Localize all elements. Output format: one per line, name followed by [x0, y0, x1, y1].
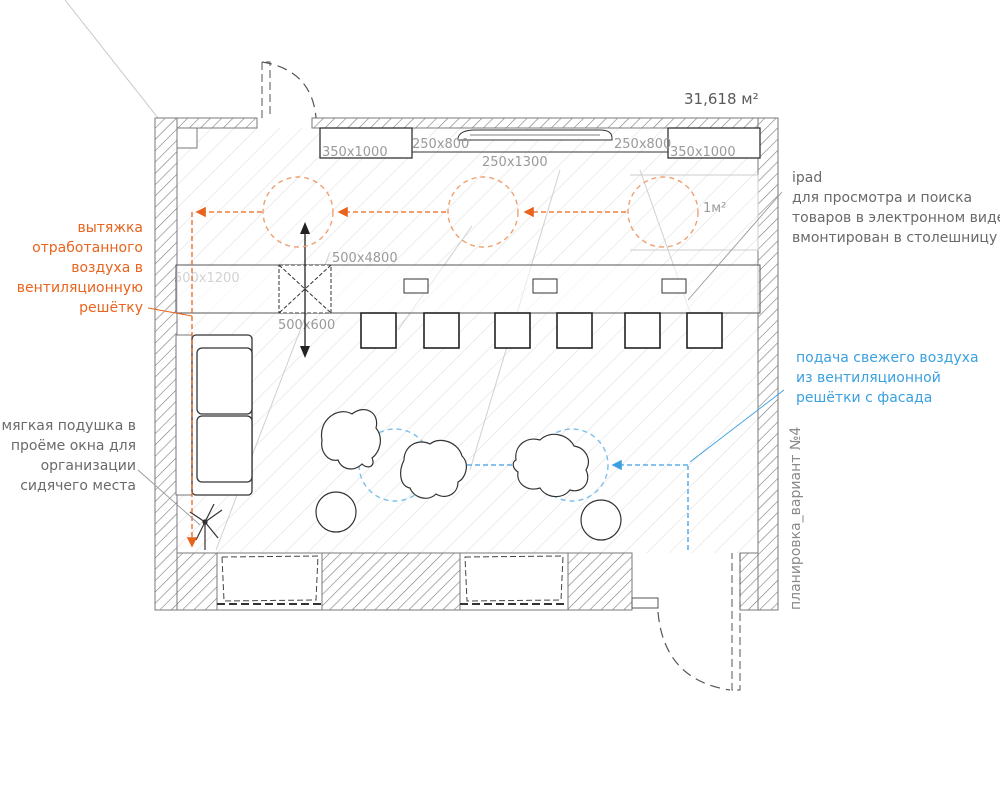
dim-counter: 500x4800 [332, 251, 398, 266]
leader-line-top-left [64, 0, 159, 119]
stool-5 [624, 312, 661, 349]
stool-3 [494, 312, 531, 349]
column-vertical-arrow [300, 222, 310, 358]
ipad-zone-outline [630, 174, 759, 251]
star-chair [189, 503, 223, 550]
exhaust-annotation: вытяжка отработанного воздуха в вентиляц… [17, 220, 143, 316]
exhaust-zone-1 [262, 176, 334, 248]
ipad-slot-3 [661, 278, 687, 294]
window-right [459, 552, 569, 611]
dim-top-right-cabinet: 350x1000 [670, 145, 736, 160]
stool-2 [423, 312, 460, 349]
exhaust-zone-3 [627, 176, 699, 248]
door-top [261, 61, 317, 119]
round-table-right [580, 499, 622, 541]
walls [154, 117, 779, 611]
ipad-leader [687, 191, 783, 301]
supply-line-3: решётки с фасада [796, 390, 932, 406]
exhaust-zone-2 [447, 176, 519, 248]
exhaust-line-3: воздуха в [71, 260, 143, 276]
lounge-chairs [320, 409, 589, 499]
exhaust-line-5: решётку [79, 300, 143, 316]
wall-niche-top-left [176, 127, 198, 149]
stool-1 [360, 312, 397, 349]
area-label: 31,618 м² [684, 90, 759, 108]
cushion-leader [137, 469, 201, 526]
supply-leader [689, 389, 785, 463]
cushion-line-3: организации [41, 458, 136, 474]
exhaust-line-1: вытяжка [77, 220, 143, 236]
cabinet-top-right [667, 127, 761, 159]
lounge-chair-1 [320, 409, 381, 470]
exhaust-airflow [186, 206, 626, 548]
dim-ipad-zone: 1м² [703, 201, 726, 216]
cushion-line-4: сидячего места [20, 478, 136, 494]
cushion-line-2: проёме окна для [11, 438, 136, 454]
dim-top-right-shelf: 250x800 [614, 137, 671, 152]
ipad-annotation-title: ipad [792, 170, 822, 186]
ipad-annotation-line-1: для просмотра и поиска [792, 190, 972, 206]
cushion-annotation: мягкая подушка в проёме окна для организ… [2, 418, 136, 494]
ipad-slot-1 [403, 278, 429, 294]
cabinet-top-left [319, 127, 413, 159]
ipad-annotation-line-3: вмонтирован в столешницу [792, 230, 997, 246]
lounge-chair-2 [400, 439, 467, 499]
window-cushion-sofa [175, 334, 253, 496]
door-bottom [631, 553, 741, 691]
supply-line-1: подача свежего воздуха [796, 350, 979, 366]
stools [360, 312, 723, 349]
exhaust-line-2: отработанного [32, 240, 143, 256]
annotation-leaders [137, 191, 783, 526]
window-left [216, 552, 323, 611]
dim-top-center-display: 250x1300 [482, 155, 548, 170]
exhaust-leader [147, 307, 193, 317]
ipad-slot-2 [532, 278, 558, 294]
dim-top-left-cabinet: 350x1000 [322, 145, 388, 160]
exhaust-zones [262, 176, 699, 248]
ipad-annotation-line-2: товаров в электронном виде [792, 210, 1000, 226]
cushion-line-1: мягкая подушка в [2, 418, 136, 434]
plan-variant-label: планировка_вариант №4 [788, 427, 804, 610]
exhaust-line-4: вентиляционную [17, 280, 143, 296]
stool-6 [686, 312, 723, 349]
dim-column: 500x600 [278, 318, 335, 333]
display-stand-top [457, 129, 613, 141]
dim-top-left-shelf: 250x800 [412, 137, 469, 152]
stool-4 [556, 312, 593, 349]
supply-line-2: из вентиляционной [796, 370, 941, 386]
floor-area [176, 128, 760, 553]
round-table-left [315, 491, 357, 533]
lounge-chair-3 [512, 433, 589, 498]
